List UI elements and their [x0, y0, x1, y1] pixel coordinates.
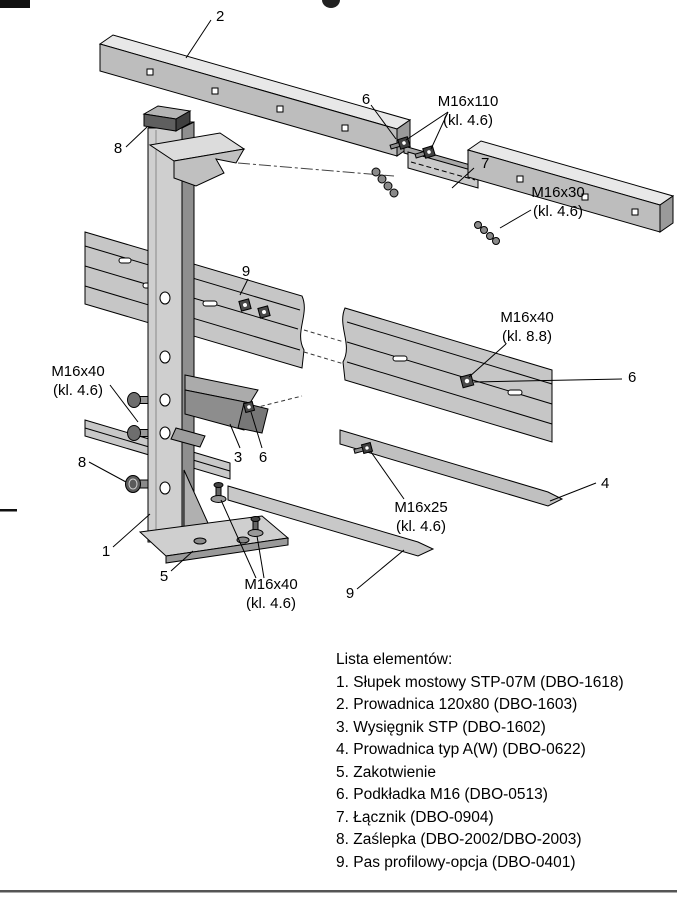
label-m16x40-base-grade: (kl. 4.6) — [246, 595, 296, 612]
bracket-arm — [170, 374, 269, 448]
m16x110-bolt — [414, 145, 436, 159]
label-m16x40-k88-grade: (kl. 8.8) — [502, 328, 552, 345]
connector — [403, 145, 479, 189]
m16x30-bolt-heads — [474, 221, 500, 245]
gap-dashes — [253, 329, 345, 409]
parts-list-item: 6. Podkładka M16 (DBO-0513) — [336, 786, 548, 803]
page-corner-mark — [0, 0, 30, 8]
callout-1: 1 — [102, 543, 110, 560]
post-holes — [159, 291, 171, 495]
label-m16x25-grade: (kl. 4.6) — [396, 518, 446, 535]
label-m16x110-grade: (kl. 4.6) — [443, 112, 493, 129]
callout-8-bottom: 8 — [78, 454, 86, 471]
label-m16x40-left-size: M16x40 — [51, 363, 104, 380]
parts-list-item: 8. Zaślepka (DBO-2002/DBO-2003) — [336, 831, 582, 848]
washer — [238, 298, 252, 312]
parts-list-title: Lista elementów: — [336, 651, 453, 668]
callout-3: 3 — [234, 449, 242, 466]
callout-6-right: 6 — [628, 369, 636, 386]
top-rail-right-segment — [466, 140, 675, 233]
callout-7: 7 — [481, 155, 489, 172]
callout-8-top: 8 — [114, 140, 122, 157]
label-m16x25-size: M16x25 — [394, 499, 447, 516]
profile-strip — [339, 429, 564, 507]
page-top-mark — [322, 0, 340, 8]
callout-6-bracket: 6 — [259, 449, 267, 466]
rail-slots — [118, 257, 218, 307]
m16x40-round-bolt — [127, 392, 150, 408]
end-cap — [125, 475, 149, 493]
anchor-bolt — [247, 516, 264, 537]
label-m16x40-left-grade: (kl. 4.6) — [53, 382, 103, 399]
post-top-bracket — [148, 132, 246, 187]
callout-9-bottom: 9 — [346, 585, 354, 602]
anchor-bolt — [210, 482, 227, 503]
callout-2: 2 — [216, 8, 224, 25]
label-m16x30-size: M16x30 — [531, 184, 584, 201]
callout-9-top: 9 — [242, 263, 250, 280]
guardrail-left-section — [84, 231, 305, 369]
phantom-centerline — [237, 162, 395, 177]
parts-list-item: 2. Prowadnica 120x80 (DBO-1603) — [336, 696, 578, 713]
diagram-labels: 2 6 M16x110 (kl. 4.6) 7 M16x30 (kl. 4.6)… — [51, 8, 636, 612]
profile-strip — [227, 485, 435, 557]
bottom-rule — [0, 890, 677, 893]
guardrail-right-section — [342, 307, 553, 443]
callout-4: 4 — [601, 475, 609, 492]
rail-slots — [392, 355, 523, 396]
rail-holes — [516, 175, 639, 216]
callout-5: 5 — [160, 568, 168, 585]
leader-lines — [88, 19, 623, 590]
splice-bolt-heads — [371, 167, 399, 198]
m16x110-bolt — [389, 136, 411, 150]
parts-list-item: 9. Pas profilowy-opcja (DBO-0401) — [336, 853, 576, 871]
label-m16x40-k88-size: M16x40 — [500, 309, 553, 326]
parts-list: Lista elementów: 1. Słupek mostowy STP-0… — [336, 649, 624, 874]
washer — [242, 400, 256, 414]
anchor-base — [138, 469, 290, 564]
parts-list-item: 1. Słupek mostowy STP-07M (DBO-1618) — [336, 673, 624, 691]
parts-list-item: 4. Prowadnica typ A(W) (DBO-0622) — [336, 741, 586, 758]
top-rail — [98, 34, 412, 157]
washer — [459, 373, 475, 389]
label-m16x110-size: M16x110 — [438, 93, 499, 110]
parts-list-item: 7. Łącznik (DBO-0904) — [336, 808, 494, 826]
rail-holes — [146, 68, 349, 132]
callout-6-top: 6 — [362, 91, 370, 108]
label-m16x40-base-size: M16x40 — [244, 576, 297, 593]
parts-list-item: 3. Wysięgnik STP (DBO-1602) — [336, 718, 546, 736]
parts-list-item: 5. Zakotwienie — [336, 763, 436, 781]
end-cap-top — [142, 105, 192, 132]
left-edge-tick — [0, 509, 17, 512]
label-m16x30-grade: (kl. 4.6) — [533, 203, 583, 220]
washer — [257, 305, 271, 319]
m16x25-bolt — [353, 441, 374, 455]
m16x40-round-bolt — [127, 425, 150, 441]
